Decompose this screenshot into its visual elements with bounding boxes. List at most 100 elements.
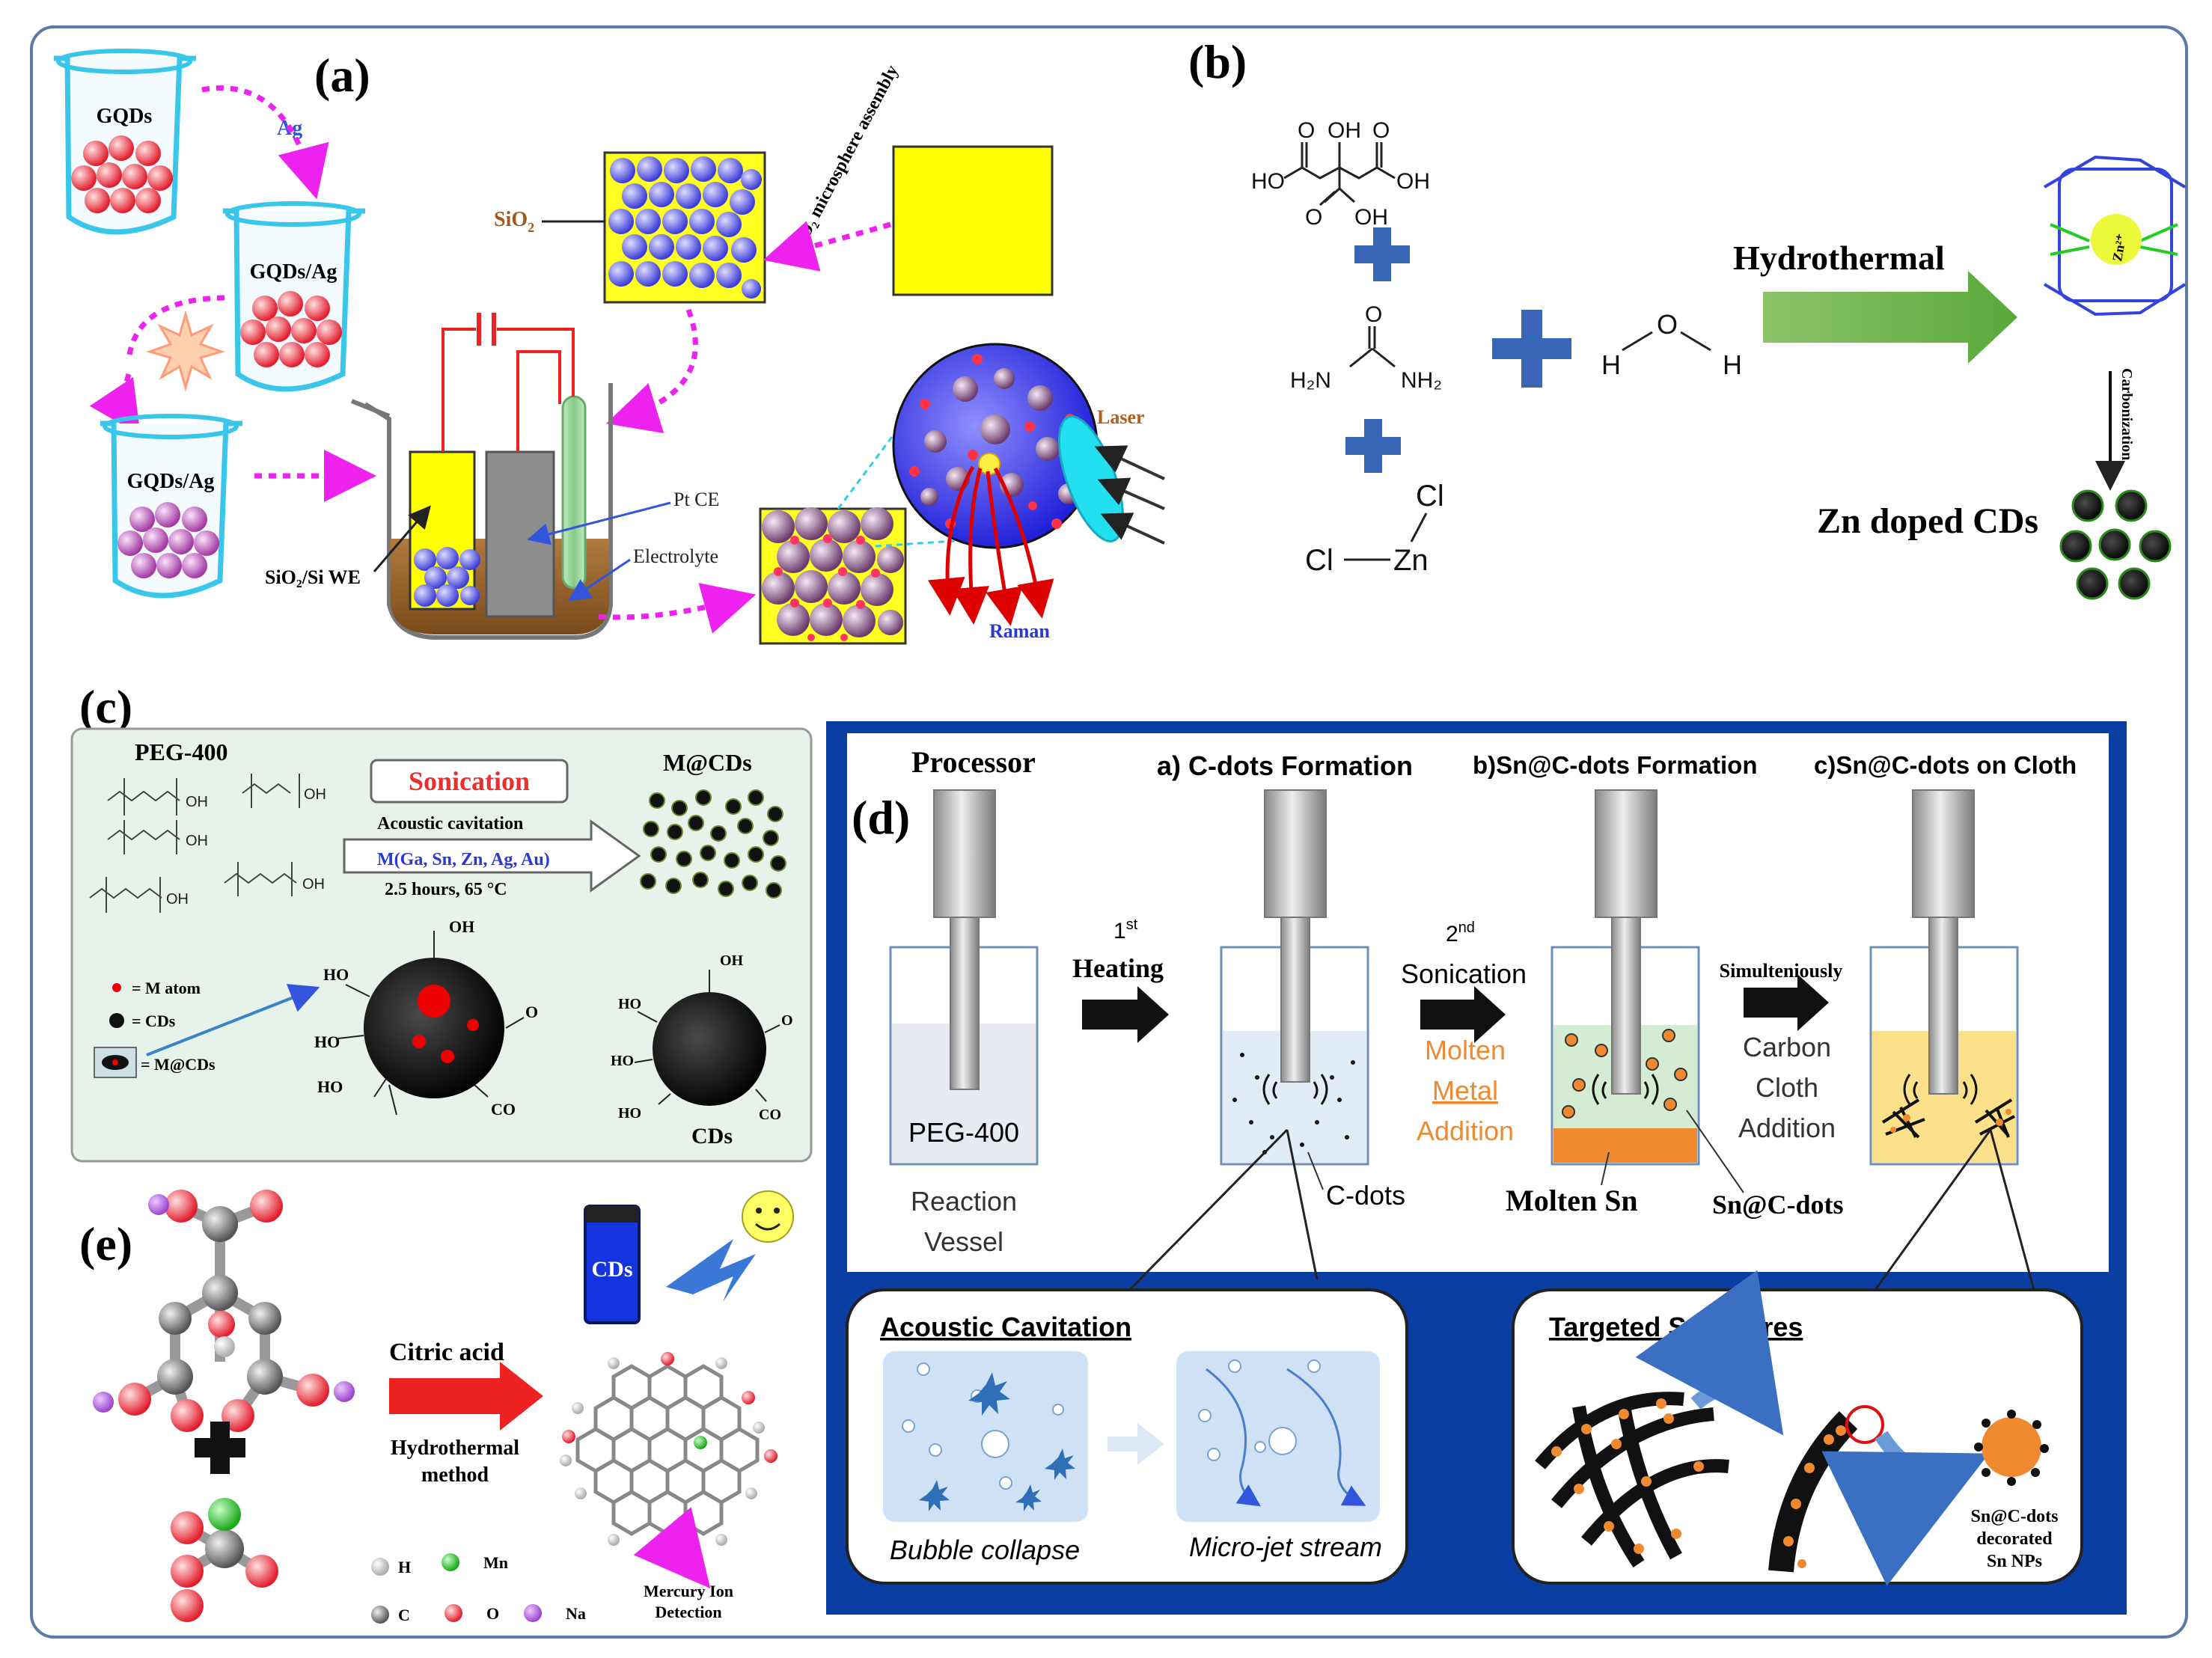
urea-o: O <box>1365 302 1382 327</box>
arrow-step-2 <box>1420 986 1506 1043</box>
arrow-assembly-to-cell <box>605 308 698 434</box>
fiber-zoom-arrow <box>1635 1270 1784 1436</box>
decorated-line-1: Sn@C-dots <box>1970 1507 2058 1526</box>
np-zoom-arrow <box>1821 1431 1990 1586</box>
cav-title: Acoustic Cavitation <box>880 1312 1131 1342</box>
urea-h2n: H₂N <box>1290 368 1331 393</box>
raman-arrows <box>927 465 1054 626</box>
mnco3-model <box>171 1498 278 1622</box>
mcds-particles <box>640 789 786 899</box>
lightning-icon <box>666 1239 756 1302</box>
arrow-step-3 <box>1744 974 1829 1031</box>
zncl-cl-left: Cl <box>1305 544 1333 577</box>
reference-electrode <box>561 395 587 590</box>
arrow-to-beaker3 <box>89 373 141 435</box>
pt-counter-electrode <box>485 450 555 618</box>
zn-doped-cds <box>2059 489 2172 600</box>
citric-acid-label: Citric acid <box>389 1339 504 1366</box>
panel-e-label: (e) <box>79 1217 132 1270</box>
panel-d-label: (d) <box>852 791 910 844</box>
targeted-title: Targeted Structures <box>1549 1312 1803 1342</box>
collapse-stars <box>919 1372 1075 1511</box>
graphene-cd <box>560 1352 777 1551</box>
heating-label: Heating <box>1072 953 1164 983</box>
microjet-streams <box>1206 1368 1366 1507</box>
plus-icon-3 <box>1492 310 1571 388</box>
beaker-gqds-ag-1-label: GQDs/Ag <box>250 260 337 284</box>
red-arrow <box>389 1362 543 1431</box>
second-step: 2nd <box>1446 920 1475 946</box>
peg-oh-4: OH <box>166 891 189 908</box>
plus-icon-1 <box>1354 227 1410 281</box>
microjet-label: Micro-jet stream <box>1189 1532 1382 1562</box>
peg-400-label: PEG-400 <box>135 738 227 765</box>
detection-line-2: Detection <box>655 1603 721 1621</box>
carbon-line-2: Cloth <box>1756 1072 1818 1103</box>
legend-m-atom: = M atom <box>132 979 201 997</box>
zoom-line-1 <box>837 418 907 510</box>
first-step: 1st <box>1113 917 1138 943</box>
molten-line-2: Metal <box>1432 1075 1498 1106</box>
wire-mid <box>516 350 561 452</box>
arrow-to-star <box>126 295 225 361</box>
mcd-oh: OH <box>449 917 474 936</box>
cd-ho-1: HO <box>618 996 641 1012</box>
method-line-1: Hydrothermal <box>391 1437 519 1460</box>
zncl-zn: Zn <box>1393 544 1429 577</box>
legend-na: Na <box>566 1604 586 1623</box>
method-line-2: method <box>421 1463 489 1487</box>
citric-o-1: O <box>1298 118 1315 143</box>
cd-ho-3: HO <box>618 1105 641 1122</box>
sn-np-icon <box>1982 1417 2041 1477</box>
single-fiber <box>1768 1411 1858 1573</box>
sio2-label: SiO2 <box>494 208 534 235</box>
starburst-icon <box>146 310 225 392</box>
wire-left <box>442 328 476 452</box>
cd-particle-detail: OH HO HO HO O CO CDs <box>611 952 793 1148</box>
beaker-gqds: GQDs <box>54 49 196 235</box>
plus-icon-4 <box>195 1422 245 1474</box>
urea-structure <box>1349 326 1396 368</box>
carbonization-label: Carbonization <box>2118 368 2135 460</box>
zncl-cl-top: Cl <box>1416 480 1444 513</box>
bubbles <box>902 1362 1064 1490</box>
legend-mn: Mn <box>483 1553 508 1572</box>
panel-a-label: (a) <box>314 49 370 102</box>
urea-nh2: NH₂ <box>1401 368 1442 393</box>
time-temp-label: 2.5 hours, 65 °C <box>385 880 507 899</box>
citric-o-3: O <box>1305 205 1322 230</box>
reaction-vessel-4 <box>1869 789 2019 1166</box>
legend-c: C <box>398 1606 410 1624</box>
mcd-o: O <box>525 1003 538 1021</box>
arrow-ag <box>201 85 329 200</box>
beaker-gqds-ag-2: GQDs/Ag <box>100 414 242 599</box>
citric-acid-model <box>93 1190 355 1432</box>
outer-frame <box>30 25 2188 1639</box>
sonication-label-d: Sonication <box>1401 958 1527 989</box>
peg-oh-1: OH <box>186 794 208 810</box>
reaction-vessel-2 <box>1220 789 1369 1166</box>
mcds-pointer <box>146 984 320 1056</box>
legend-h: H <box>398 1558 411 1576</box>
citric-oh-bottom: OH <box>1354 205 1388 230</box>
decorated-line-2: decorated <box>1976 1529 2053 1549</box>
hydrothermal-label: Hydrothermal <box>1733 239 1945 277</box>
carbon-line-3: Addition <box>1738 1113 1836 1143</box>
water-h-2: H <box>1723 349 1742 380</box>
atom-legend: H Mn C O Na <box>371 1553 586 1624</box>
zn-complex: Zn²⁺ <box>2043 155 2187 316</box>
panel-b-label: (b) <box>1188 35 1247 88</box>
acoustic-cavitation-label: Acoustic cavitation <box>377 814 523 833</box>
reaction-vessel-1 <box>889 789 1039 1166</box>
bubble-collapse-label: Bubble collapse <box>890 1535 1080 1565</box>
cd-o: O <box>781 1012 793 1029</box>
cds-label: CDs <box>691 1124 733 1148</box>
peg-oh-3: OH <box>304 786 326 803</box>
beaker-gqds-ag-2-label: GQDs/Ag <box>127 470 215 493</box>
carbon-line-1: Carbon <box>1743 1032 1831 1062</box>
molten-sn-pointer <box>1601 1151 1610 1186</box>
arrow-to-assembly <box>763 221 891 272</box>
plus-icon-2 <box>1345 419 1401 473</box>
reaction-vessel-3 <box>1550 789 1700 1166</box>
